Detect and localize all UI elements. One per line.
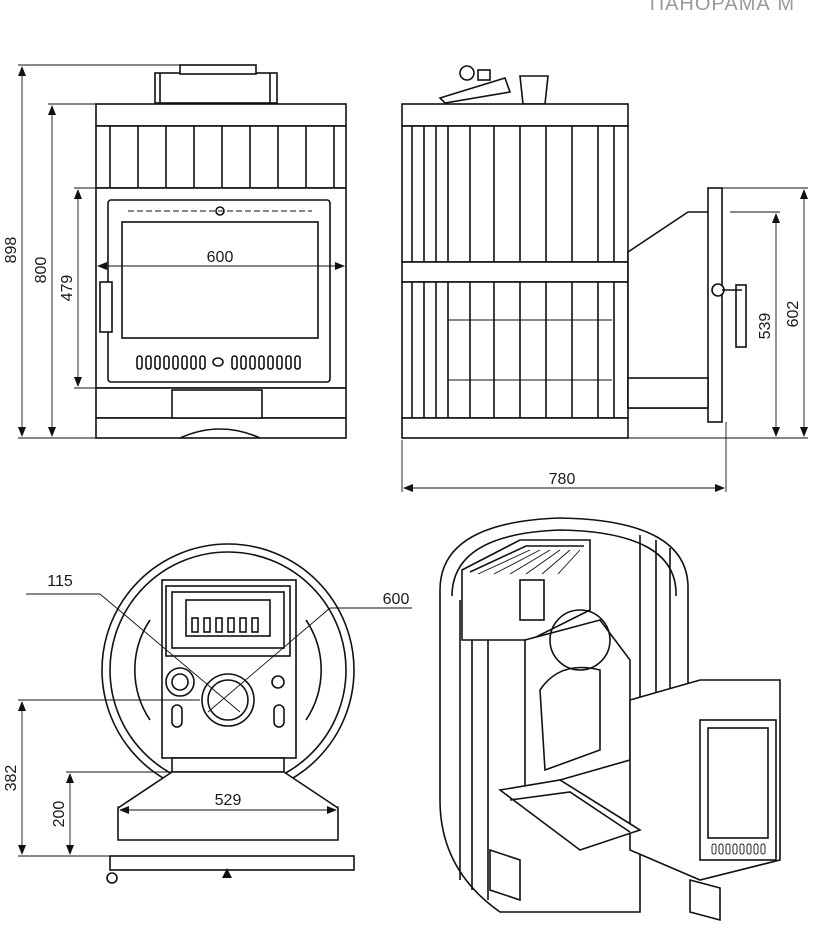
front-vent-slots bbox=[136, 355, 301, 370]
dim-200: 200 bbox=[51, 801, 68, 828]
dim-600-top: 600 bbox=[383, 591, 410, 608]
dim-780: 780 bbox=[549, 471, 576, 488]
front-dimensions: 898 800 479 600 bbox=[3, 64, 345, 439]
side-dimensions: 602 539 780 bbox=[401, 187, 808, 492]
dim-539: 539 bbox=[757, 313, 774, 340]
dim-115: 115 bbox=[47, 573, 73, 590]
drawing-title: ПАНОРАМА М bbox=[650, 0, 795, 15]
side-view bbox=[401, 65, 747, 439]
front-view bbox=[95, 64, 347, 439]
dim-898: 898 bbox=[3, 237, 20, 264]
dim-529: 529 bbox=[215, 792, 242, 809]
top-dimensions: 115 600 382 200 529 bbox=[3, 573, 410, 857]
front-rods-upper bbox=[95, 125, 347, 189]
dim-479: 479 bbox=[59, 275, 76, 302]
dim-382: 382 bbox=[3, 765, 20, 792]
isometric-cutaway-view bbox=[439, 517, 781, 922]
side-rods bbox=[411, 126, 615, 418]
top-view bbox=[26, 543, 412, 884]
dim-600-front: 600 bbox=[207, 249, 234, 266]
dim-602: 602 bbox=[785, 301, 802, 328]
door-handle-icon bbox=[99, 281, 113, 333]
dim-800: 800 bbox=[33, 257, 50, 284]
